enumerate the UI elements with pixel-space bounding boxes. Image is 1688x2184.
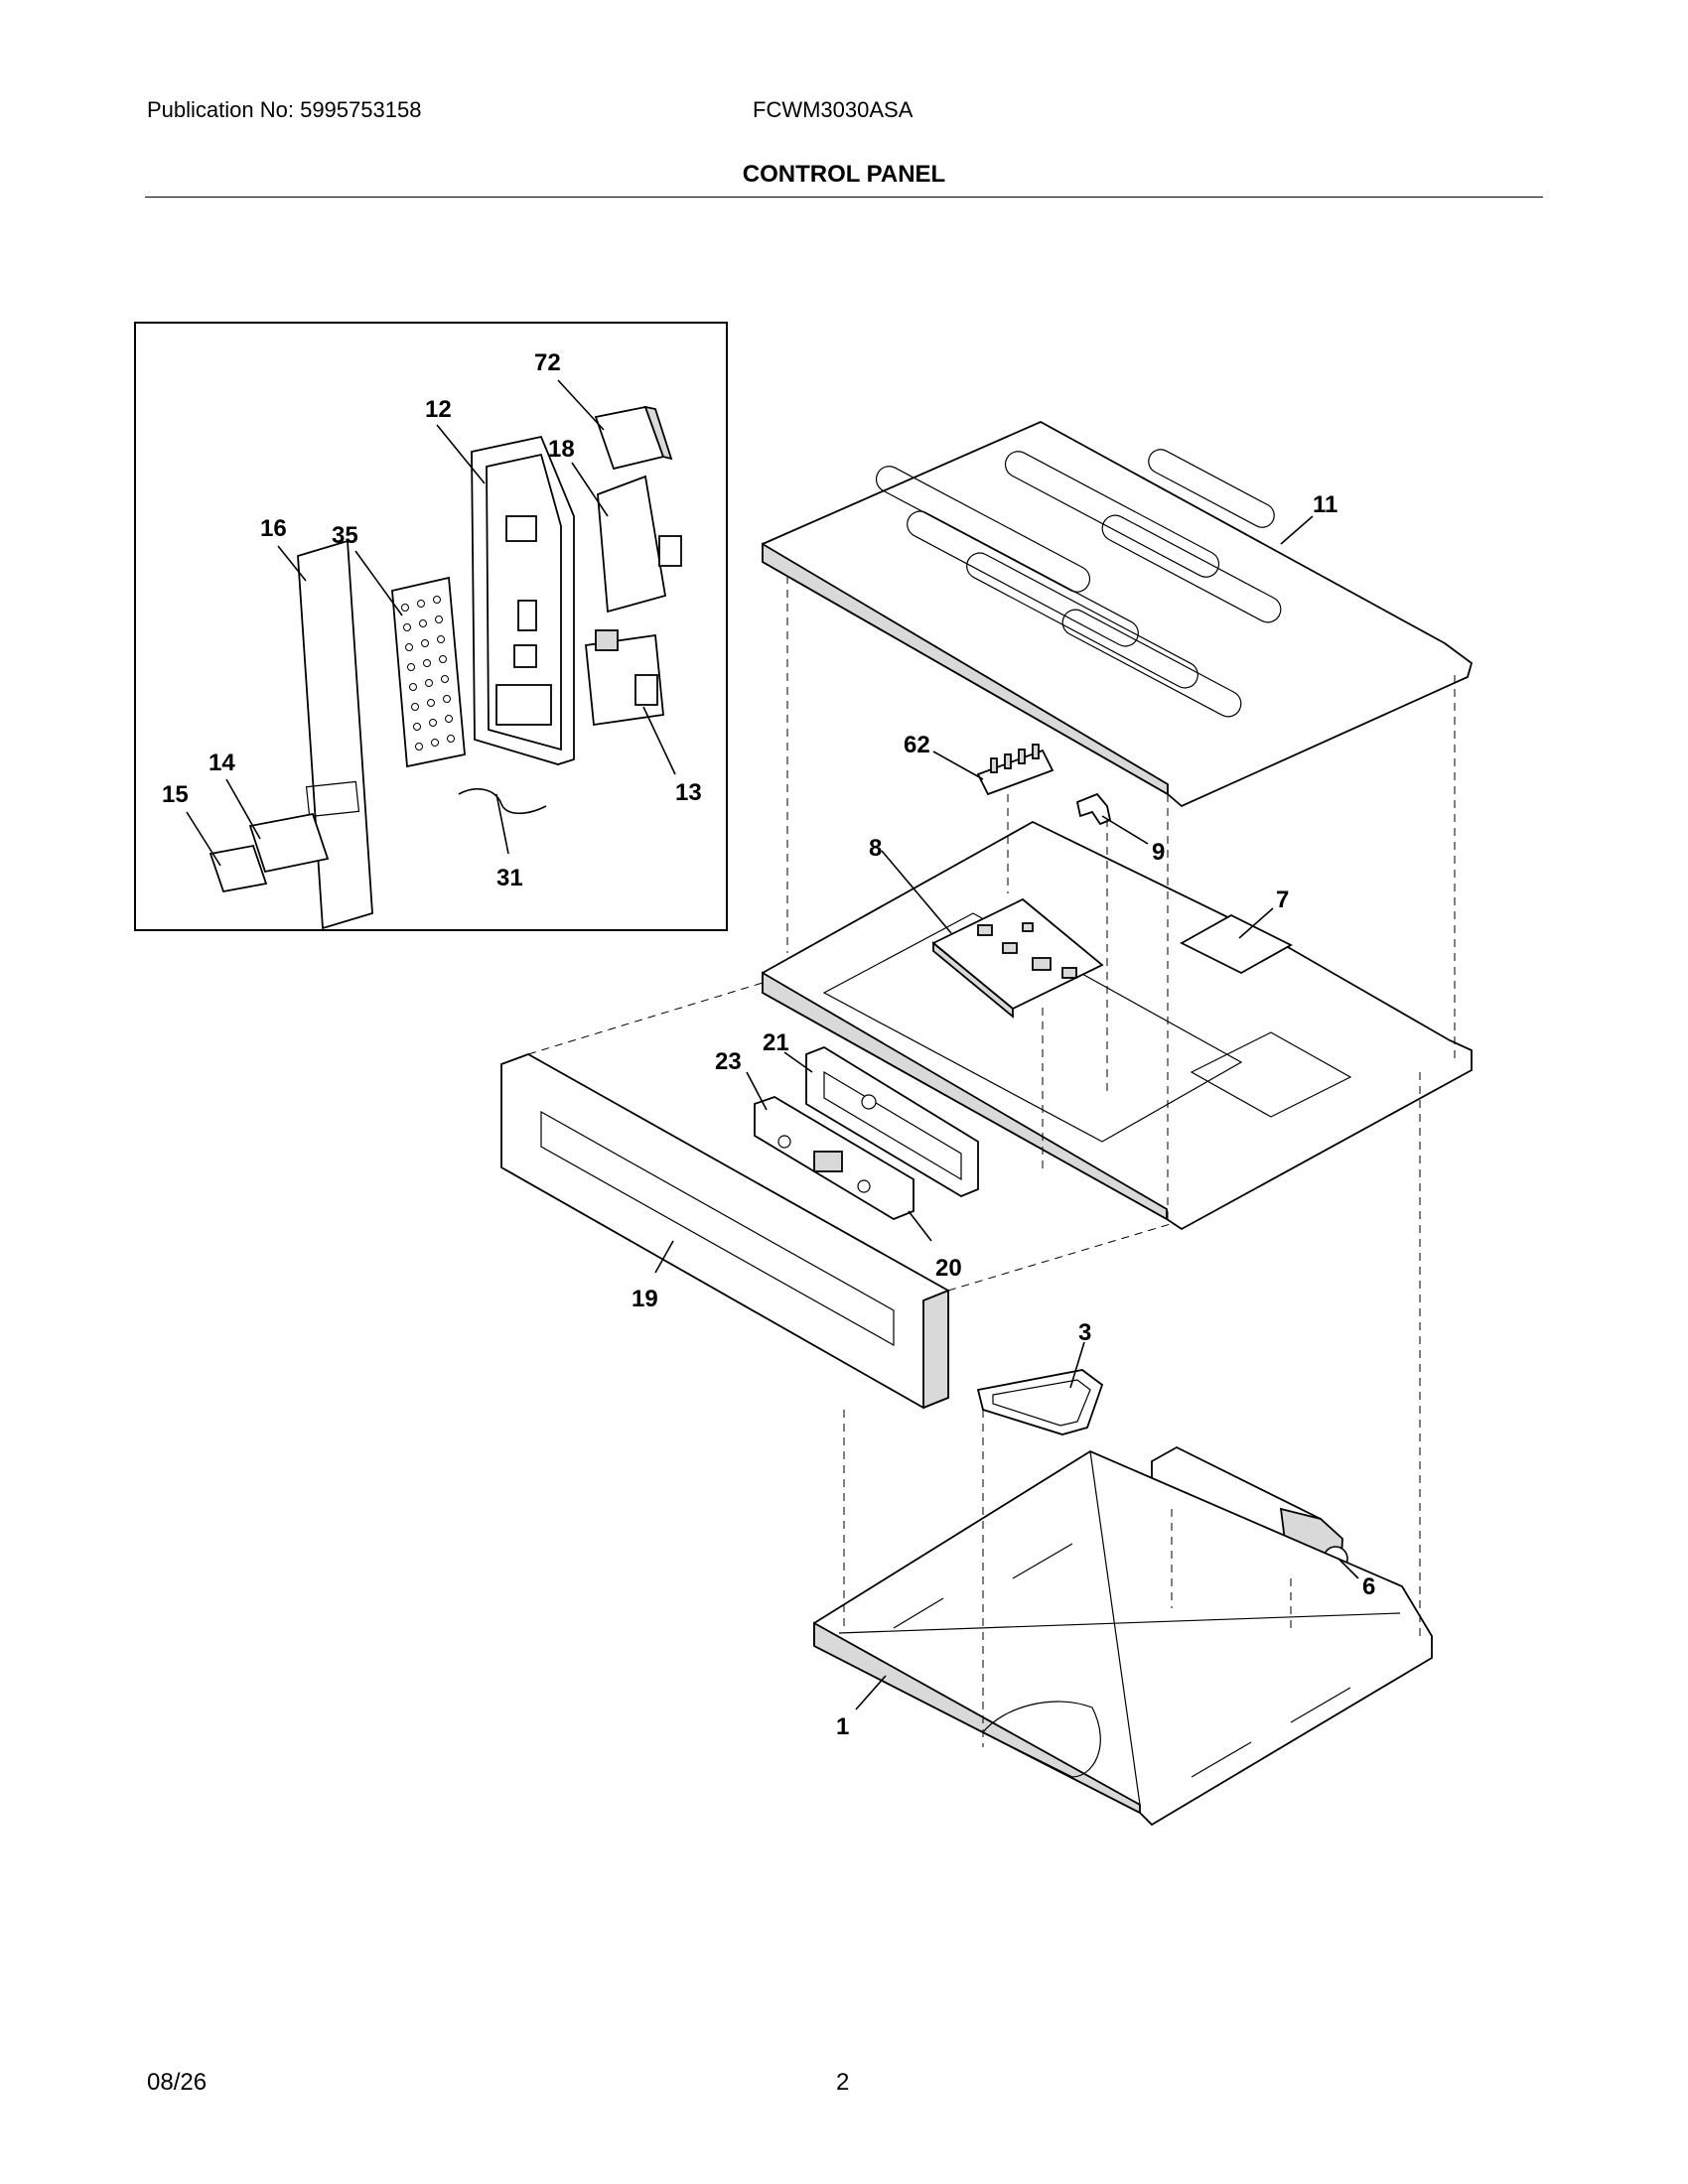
leader-lines <box>186 379 1359 1710</box>
part-31-wire <box>458 788 547 815</box>
callout-1: 1 <box>836 1713 849 1740</box>
part-8-control-board <box>931 897 1104 1019</box>
part-9-bracket <box>1075 792 1112 826</box>
part-16-overlay <box>297 539 373 930</box>
callout-16: 16 <box>260 515 287 542</box>
callout-31: 31 <box>496 865 523 891</box>
publication-number: Publication No: 5995753158 <box>147 97 422 122</box>
alignment-lines <box>527 576 1456 1747</box>
callout-9: 9 <box>1152 839 1165 866</box>
callout-8: 8 <box>869 835 882 862</box>
part-11-top-panel <box>762 420 1474 808</box>
part-14-bezel <box>248 812 330 874</box>
callout-19: 19 <box>632 1286 658 1312</box>
callout-62: 62 <box>904 732 930 758</box>
part-21-support-bracket <box>805 1045 979 1198</box>
callout-15: 15 <box>162 781 189 808</box>
callout-7: 7 <box>1276 887 1289 913</box>
callout-72: 72 <box>534 349 561 376</box>
callout-11: 11 <box>1313 491 1337 518</box>
part-72-module <box>594 405 673 471</box>
part-13-switch <box>585 629 664 727</box>
callout-13: 13 <box>675 779 702 806</box>
callout-35: 35 <box>332 522 358 549</box>
part-1-bottom-panel <box>813 1449 1433 1827</box>
part-15-lens <box>209 844 268 893</box>
callout-23: 23 <box>715 1048 742 1075</box>
part-35-keypad <box>391 576 466 768</box>
callout-labels: 72 12 18 16 35 13 14 15 31 11 62 9 8 7 2… <box>162 349 1375 1740</box>
part-7-middle-panel <box>762 820 1473 1231</box>
footer-date: 08/26 <box>147 2069 208 2096</box>
page-title: CONTROL PANEL <box>742 161 946 188</box>
callout-14: 14 <box>209 750 235 776</box>
part-12-control-housing <box>471 435 575 765</box>
part-23-switch-board <box>754 1096 914 1221</box>
callout-12: 12 <box>425 396 452 423</box>
inset-frame <box>134 322 728 931</box>
page-number: 2 <box>836 2069 850 2096</box>
callout-18: 18 <box>548 436 575 463</box>
part-62-terminal-block <box>976 744 1055 796</box>
callout-21: 21 <box>763 1029 789 1056</box>
callout-20: 20 <box>935 1255 962 1282</box>
model-number: FCWM3030ASA <box>753 97 914 122</box>
part-3-gasket <box>976 1369 1104 1435</box>
part-16-window <box>305 780 360 818</box>
part-18-board <box>597 475 682 614</box>
callout-6: 6 <box>1362 1573 1375 1600</box>
header-divider <box>145 197 1543 198</box>
callout-3: 3 <box>1078 1319 1091 1346</box>
